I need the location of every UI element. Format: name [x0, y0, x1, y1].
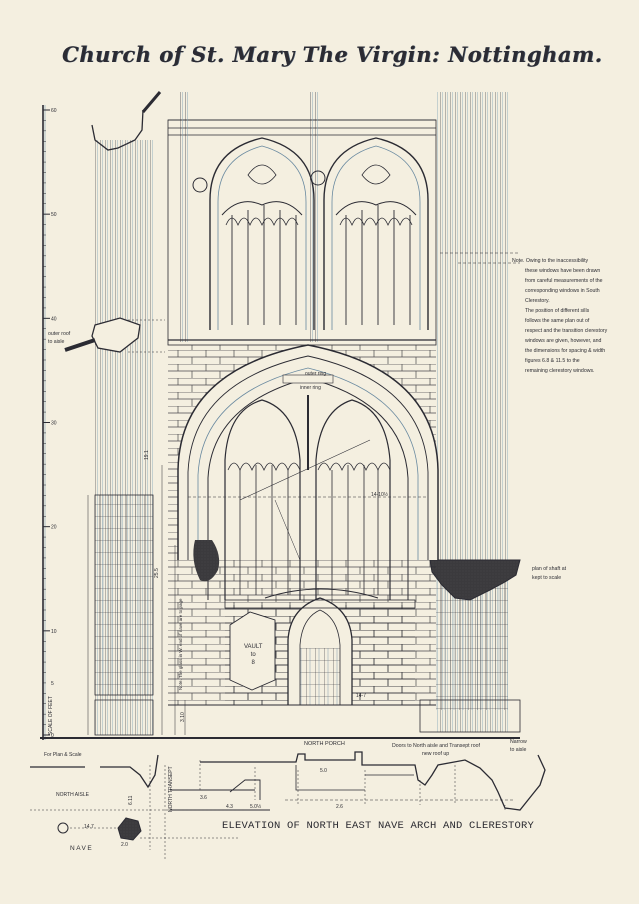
dim-4-3: 4.3 — [226, 804, 233, 810]
vault-label: VAULT to 8 — [244, 643, 262, 667]
note-line: windows are given, however, and — [525, 338, 602, 344]
section-profile — [200, 751, 546, 811]
plan-section — [30, 754, 270, 860]
north-porch-door — [224, 588, 416, 705]
dimension-lines — [87, 252, 520, 735]
dim-14-7-plan: 14.7 — [84, 824, 94, 830]
nave-label: NAVE — [70, 845, 94, 852]
note-line: kept to scale — [532, 575, 562, 581]
clerestory-window-left — [209, 137, 315, 330]
note-line: The position of different sills — [525, 308, 590, 314]
vertical-glass-note: Note. The glass in W. end of nave are to… — [178, 598, 183, 690]
shaft-plan-section — [64, 317, 165, 353]
section-end-note: Narrow to aisle — [510, 738, 527, 754]
dim-25-5: 25.5 — [154, 568, 160, 578]
note-line: the dimensions for spacing & width — [525, 348, 606, 354]
clerestory-note: Note. Owing to the inaccessibility these… — [512, 256, 607, 376]
dim-3-10: 3.10 — [180, 712, 186, 722]
dim-2-6: 2.6 — [336, 804, 343, 810]
dim-19-1: 19.1 — [144, 450, 150, 460]
shaft-plan-note: plan of shaft at kept to scale — [532, 565, 566, 583]
note-line: from careful measurements of the — [525, 278, 603, 284]
note-line: follows the same plan out of — [525, 318, 590, 324]
north-aisle-label: NORTH AISLE — [56, 792, 89, 798]
scale-tick-label: 40 — [51, 316, 57, 322]
scale-tick-label: 60 — [51, 108, 57, 114]
note-line: to aisle — [510, 747, 527, 753]
dim-6-11: 6.11 — [128, 795, 134, 805]
note-line: plan of shaft at — [532, 566, 567, 572]
north-porch-label: NORTH PORCH — [304, 741, 345, 747]
note-line: Note. Owing to the inaccessibility — [512, 258, 589, 264]
note-line: Clerestory. — [525, 298, 550, 304]
dimension-14-10: 14-10½ — [371, 492, 388, 498]
note-line: to aisle — [48, 339, 65, 345]
scale-tick-label: 10 — [51, 629, 57, 635]
note-line: new roof up — [422, 751, 450, 757]
label-line: to — [250, 652, 256, 658]
dim-2-0: 2.0 — [121, 842, 128, 848]
dimension-14-7: 14-7 — [356, 693, 367, 699]
scale-of-feet-label: SCALE OF FEET — [48, 696, 54, 735]
left-pier — [91, 91, 162, 736]
drawing-caption: ELEVATION OF NORTH EAST NAVE ARCH AND CL… — [222, 820, 535, 832]
dim-5-0: 5.0 — [320, 768, 327, 774]
scale-tick-label: 5 — [51, 681, 54, 687]
note-line: these windows have been drawn — [525, 268, 601, 274]
roof-note: outer roof to aisle — [48, 330, 70, 346]
north-transept-label: NORTH TRANSEPT — [168, 766, 174, 812]
clerestory — [167, 92, 437, 346]
dim-5-0-half: 5.0½ — [250, 804, 262, 810]
note-line: Doors to North aisle and Transept roof — [392, 743, 480, 749]
right-pier — [419, 92, 521, 733]
scale-tick-label: 30 — [51, 421, 57, 427]
note-line: outer roof — [48, 331, 71, 337]
arch-label-outer: outer ring — [305, 371, 327, 377]
dim-3-6: 3.6 — [200, 795, 207, 801]
note-line: Narrow — [510, 739, 527, 745]
note-line: corresponding windows in South — [525, 288, 600, 294]
scale-tick-label: 50 — [51, 212, 57, 218]
plan-scale-label: For Plan & Scale — [44, 752, 82, 758]
clerestory-window-right — [323, 137, 429, 330]
section-note: Doors to North aisle and Transept roof n… — [392, 742, 480, 758]
label-line: VAULT — [244, 644, 263, 650]
note-line: respect and the transition clerestory — [525, 328, 608, 334]
note-line: remaining clerestory windows. — [525, 368, 595, 374]
label-line: 8 — [251, 660, 255, 666]
arch-label-inner: inner ring — [300, 385, 321, 391]
scale-tick-label: 0 — [51, 733, 54, 739]
note-line: figures 6.8 & 11.5 to the — [525, 358, 580, 364]
scale-tick-label: 20 — [51, 525, 57, 531]
